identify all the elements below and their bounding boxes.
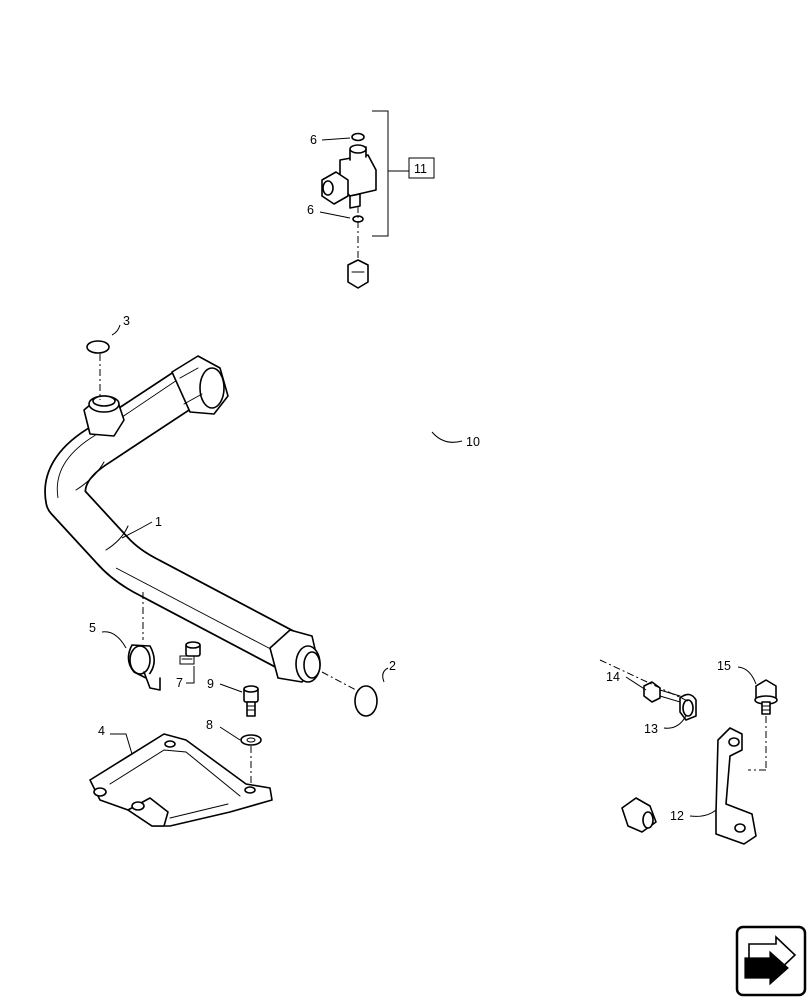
o-ring-3 (86, 340, 110, 354)
callout-11-box: 11 (408, 157, 435, 179)
large-hydraulic-pipe (44, 355, 321, 683)
callout-14: 14 (606, 670, 620, 684)
callout-6b: 6 (307, 203, 314, 217)
page-navigation-arrow-icon[interactable] (735, 925, 807, 997)
capscrew-7 (179, 641, 201, 665)
washer-8 (240, 734, 262, 746)
tee-fitting-assembly (321, 110, 409, 262)
callout-7: 7 (176, 676, 183, 690)
callout-13: 13 (644, 722, 658, 736)
steel-tube (347, 259, 657, 839)
callout-leaders (101, 137, 757, 817)
bolt-14 (643, 681, 681, 703)
o-ring-2 (354, 685, 378, 717)
o-ring-upper (351, 132, 365, 142)
callout-3: 3 (123, 314, 130, 328)
screw-9 (243, 685, 259, 717)
callout-12: 12 (670, 809, 684, 823)
callout-labels: 1 2 3 4 5 6 6 7 8 9 10 12 13 14 15 (89, 133, 731, 823)
callout-15: 15 (717, 659, 731, 673)
callout-11: 11 (414, 162, 427, 176)
callout-4: 4 (98, 724, 105, 738)
callout-8: 8 (206, 718, 213, 732)
callout-6a: 6 (310, 133, 317, 147)
callout-10: 10 (466, 435, 480, 449)
callout-1: 1 (155, 515, 162, 529)
flange-bolt-15 (754, 679, 778, 715)
callout-5: 5 (89, 621, 96, 635)
mounting-bracket (89, 733, 273, 827)
callout-9: 9 (207, 677, 214, 691)
support-bracket-12 (715, 727, 757, 845)
tube-clip-13 (679, 693, 697, 721)
pipe-clamp (127, 592, 161, 691)
callout-2: 2 (389, 659, 396, 673)
